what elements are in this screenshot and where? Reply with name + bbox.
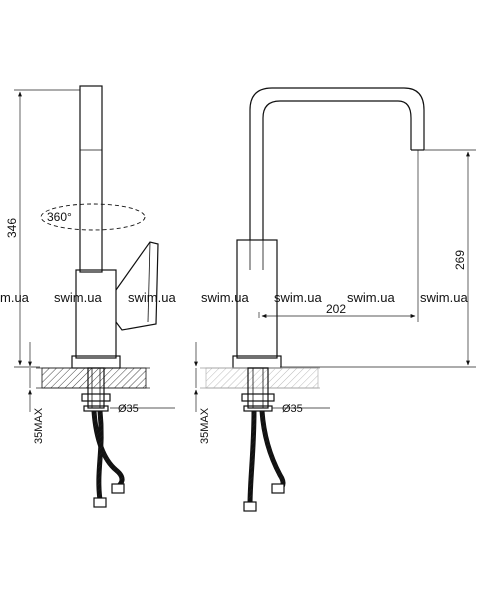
height-label-right: 269 (453, 250, 467, 270)
diameter-label-left: Ø35 (118, 403, 139, 415)
max-height-label-right: 35MAX (199, 407, 211, 444)
gooseneck-spout (249, 87, 425, 240)
watermark-text: swim.ua (347, 290, 395, 305)
reach-label: 202 (326, 302, 346, 316)
diameter-label-right: Ø35 (282, 403, 303, 415)
watermark-text: swim.ua (274, 290, 322, 305)
mounting-stud-left: Ø35 (81, 367, 175, 415)
watermark-text: swim.ua (54, 290, 102, 305)
reach-dimension: 202 (258, 150, 419, 322)
spout-column-left (79, 85, 103, 273)
watermark-text: swim.ua (201, 290, 249, 305)
watermark-text: swim.ua (128, 290, 176, 305)
faucet-body-left (71, 241, 159, 369)
mounting-stud-right: Ø35 (241, 367, 330, 415)
watermark-text: swim.ua (420, 290, 468, 305)
right-view: 202 269 35MAX Ø35 (194, 87, 476, 512)
watermark-text: m.ua (0, 290, 30, 305)
height-dimension-right: 269 (280, 149, 476, 368)
rotation-indicator: 360° (40, 203, 146, 231)
height-label-left: 346 (5, 218, 19, 238)
rotation-label: 360° (47, 210, 72, 224)
max-height-label-left: 35MAX (33, 407, 45, 444)
left-view: 346 360° 35MAX (5, 85, 175, 508)
height-dimension-left: 346 (5, 89, 80, 368)
countertop-left: 35MAX (28, 342, 150, 444)
watermark-row: m.ua swim.ua swim.ua swim.ua swim.ua swi… (0, 290, 468, 305)
countertop-right: 35MAX (194, 342, 320, 444)
water-hoses-right (243, 410, 286, 512)
water-hoses-left (91, 410, 125, 508)
